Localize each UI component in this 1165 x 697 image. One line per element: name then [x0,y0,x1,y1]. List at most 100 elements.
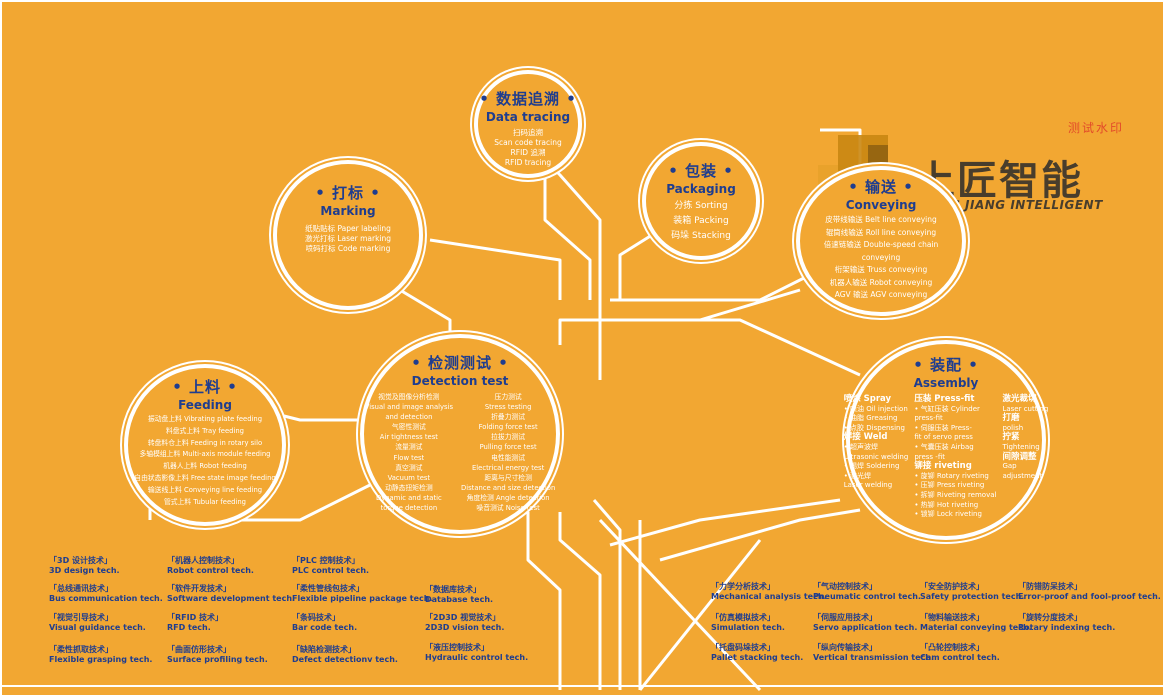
node-title-en: Marking [320,204,376,218]
tech-label: 「力学分析技术」Mechanical analysis tech. [711,582,827,601]
tech-label: 「防错防呆技术」Error-proof and fool-proof tech. [1018,582,1161,601]
node-item: 拉拔力测试 [491,433,526,442]
node-item: conveying [861,252,901,262]
node-item: adjustment [1002,471,1043,480]
node-item: RFID tracing [504,158,552,167]
node-item: • 拆铆 Riveting removal [914,490,997,499]
node-feeding: • 上料 • Feeding 振动盘上料 Vibrating plate fee… [124,364,286,526]
node-item: 机器人输送 Robot conveying [829,277,933,287]
node-title-zh: • 装配 • [913,356,979,374]
node-title-en: Detection test [411,374,509,388]
node-item: 铆接 riveting [914,461,972,472]
tech-label: 「安全防护技术」Safety protection tech. [920,582,1025,601]
node-item: Gap [1002,462,1017,471]
node-item: • 锁铆 Lock riveting [914,510,982,519]
node-item: Pulling force test [479,443,537,452]
node-title-zh: • 数据追溯 • [479,90,577,108]
node-title-en: Assembly [913,376,979,390]
node-item: • 超声波焊 [843,442,879,451]
tech-label: 「视觉引导技术」Visual guidance tech. [49,613,146,632]
node-item: • 气缸压装 Cylinder [914,404,980,413]
tech-label: 「液压控制技术」Hydraulic control tech. [425,643,529,662]
node-item: Folding force test [478,423,538,432]
node-item: 激光裁切 [1002,394,1037,404]
node-item: 扫码追溯 [513,128,543,137]
node-item: • 压铆 Press riveting [914,481,985,490]
node-title-zh: • 输送 • [848,178,914,196]
tech-label: 「托盘码垛技术」Pallet stacking tech. [711,643,804,662]
node-item: Electrical energy test [471,463,545,472]
node-item: 真空测试 [395,463,423,472]
tech-label: 「伺服应用技术」Servo application tech. [813,613,918,632]
node-item: 视觉及图像分析检测 [378,393,440,401]
node-item: 喷码打标 Code marking [305,244,391,253]
node-title-zh: • 包装 • [668,162,734,180]
node-item: 辊筒线输送 Roll line conveying [825,227,937,237]
node-item: 喷涂 Spray [843,394,892,404]
node-item: Stress testing [484,403,532,412]
node-item: 距离与尺寸检测 [484,473,532,482]
node-title-en: Data tracing [485,110,571,124]
node-detection-test: • 检测测试 • Detection test 视觉及图像分析检测 Visual… [360,334,560,534]
tech-label: 「旋转分度技术」Rotary indexing tech. [1018,613,1116,632]
node-item: 噪音测试 Noise test [476,504,540,513]
node-item: 码垛 Stacking [671,231,731,241]
node-title-en: Feeding [178,398,232,412]
node-item: Laser welding [843,481,893,490]
node-item: 角度检测 Angle detection [466,493,550,502]
node-item: Visual and image analysis [364,403,453,412]
node-item: 压装 Press-fit [914,394,975,404]
node-item: 自由状态影像上料 Free state image feeding [134,473,276,482]
node-item: • 伺服压装 Press- [914,423,972,432]
node-item: 激光打标 Laser marking [304,234,392,243]
node-title-en: Packaging [666,182,736,196]
tech-label: 「凸轮控制技术」Cam control tech. [920,643,1000,662]
node-item: 分拣 Sorting [674,201,728,211]
node-item: Flow test [393,453,425,462]
tech-label: 「3D 设计技术」3D design tech. [49,556,120,575]
node-item: • 激光焊 [843,471,872,480]
tech-label: 「2D3D 视觉技术」2D3D vision tech. [425,613,505,632]
node-item: 压力测试 [494,393,522,401]
tech-label: 「总线通讯技术」Bus communication tech. [49,584,163,603]
tech-label: 「软件开发技术」Software development tech. [167,584,296,603]
tech-label: 「曲面仿形技术」Surface profiling tech. [167,645,268,664]
node-title-en: Conveying [845,198,917,212]
node-item: Scan code tracing [494,138,562,147]
node-item: 流量测试 [395,443,423,452]
node-item: 动静态扭矩检测 [385,483,433,492]
tech-label: 「数据库技术」Database tech. [425,585,494,604]
node-conveying: • 输送 • Conveying 皮带线输送 Belt line conveyi… [796,166,966,316]
node-item: RFID 追溯 [510,148,546,157]
node-item: Vacuum test [387,473,431,482]
tech-label: 「物料输送技术」Material conveying tech. [920,613,1032,632]
node-item: • 热铆 Hot riveting [914,500,979,509]
node-item: • 喷油 Oil injection [843,404,908,413]
tech-label: 「RFID 技术」RFD tech. [167,613,224,632]
node-item: 焊接 Weld [843,432,888,443]
node-data-tracing: • 数据追溯 • Data tracing 扫码追溯 Scan code tra… [474,70,582,178]
tech-label: 「PLC 控制技术」PLC control tech. [292,556,370,575]
tech-label: 「柔性管线包技术」Flexible pipeline package tech. [292,584,433,603]
node-item: 电性能测试 [491,453,526,462]
detection-right-column: 压力测试 Stress testing 折叠力测试 Folding force … [461,392,555,513]
assembly-column-3: 激光裁切 Laser cutting 打磨 polish 拧紧 Tighteni… [1002,394,1048,520]
tech-label: 「气动控制技术」Pneumatic control tech. [813,582,921,601]
node-item: 桁架输送 Truss conveying [834,265,928,274]
node-item: Distance and size detection [460,483,556,492]
tech-label: 「机器人控制技术」Robot control tech. [167,556,254,575]
node-item: Dynamic and static [375,493,442,502]
node-item: 皮带线输送 Belt line conveying [825,215,937,224]
node-item: 振动盘上料 Vibrating plate feeding [147,415,263,423]
node-item: • 旋铆 Rotary riveting [914,471,989,480]
node-item: 转盘料仓上料 Feeding in rotary silo [147,438,263,447]
node-item: 拧紧 [1002,432,1020,443]
node-item: and detection [385,413,433,422]
tech-label: 「缺陷检测技术」Defect detectionv tech. [292,645,398,664]
assembly-column-2: 压装 Press-fit • 气缸压装 Cylinder press-fit •… [914,394,997,520]
node-item: 管式上料 Tubular feeding [163,497,246,506]
node-item: 料盘式上料 Tray feeding [165,426,244,435]
node-item: • 油脂 Greasing [843,414,898,423]
node-item: 间隙调整 [1002,451,1037,462]
node-item: press-fit [914,414,943,423]
